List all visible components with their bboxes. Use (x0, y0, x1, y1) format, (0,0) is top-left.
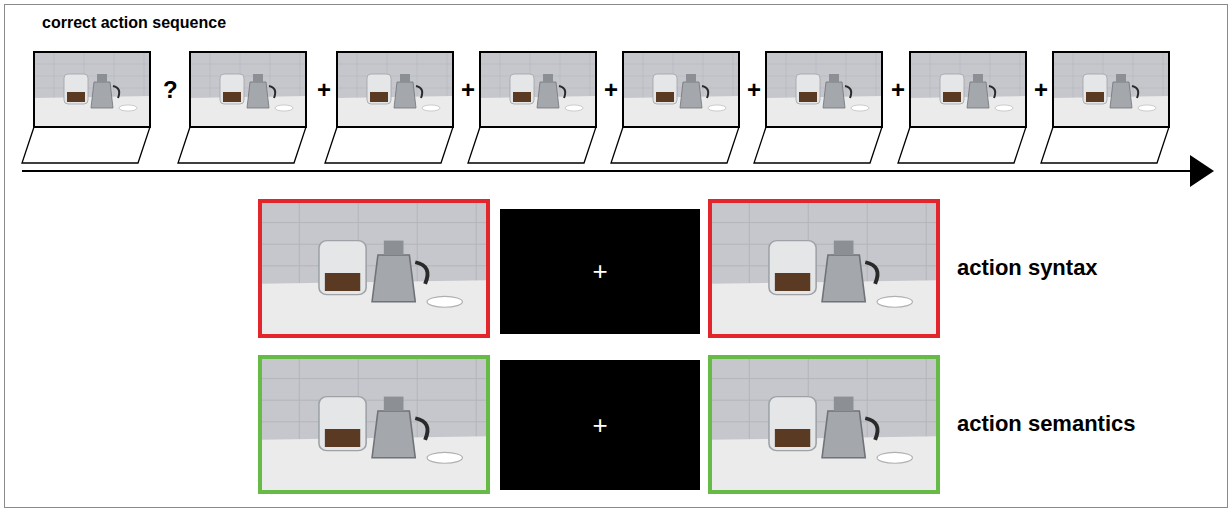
condition-label: action semantics (957, 411, 1136, 437)
sequence-gap-mark: ? (163, 76, 178, 104)
sequence-frames (22, 127, 1169, 163)
condition-label: action syntax (957, 255, 1098, 281)
syntax-photos (260, 201, 938, 336)
figure-border (5, 5, 1228, 508)
sequence-plus: + (461, 76, 475, 104)
sequence-plus: + (1034, 76, 1048, 104)
photo-borders (34, 52, 1169, 127)
sequence-plus: + (317, 76, 331, 104)
semantics-photos (260, 357, 938, 492)
sequence-plus: + (604, 76, 618, 104)
figure-title: correct action sequence (42, 14, 226, 32)
sequence-plus: + (747, 76, 761, 104)
fixation-cross: + (592, 256, 607, 287)
timeline-arrowhead (1190, 155, 1214, 187)
fixation-panel: + (500, 209, 700, 334)
timeline-axis (22, 170, 1192, 172)
fixation-panel: + (500, 360, 700, 490)
sequence-photos (34, 52, 1169, 127)
sequence-plus: + (891, 76, 905, 104)
fixation-cross: + (592, 410, 607, 441)
